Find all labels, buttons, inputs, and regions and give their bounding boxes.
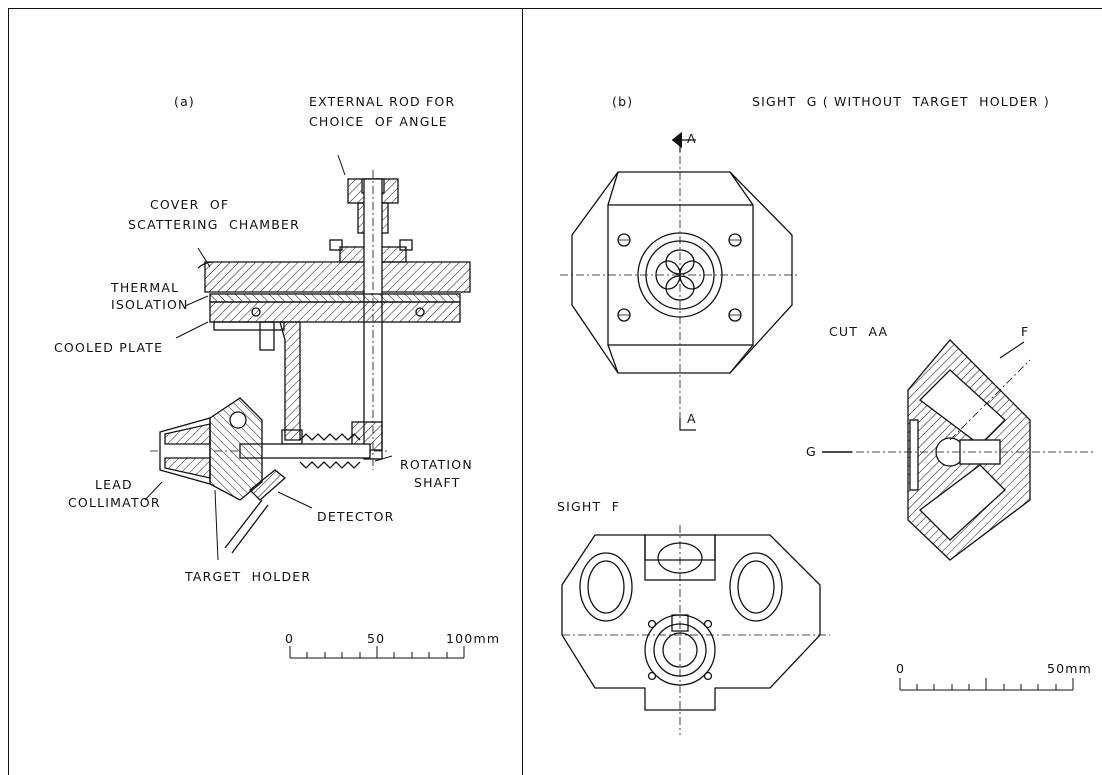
cooled-plate [209,301,461,323]
cover-label-2: SCATTERING CHAMBER [128,217,300,232]
panel-a-tag: (a) [174,94,196,109]
chamber-cover [204,261,471,293]
detector-tube [249,469,287,501]
lead-label-2: COLLIMATOR [68,495,161,510]
cover-label-1: COVER OF [150,197,230,212]
scale-a-mid: 50 [367,631,386,646]
panel-b-drawing [560,131,1095,735]
target-holder-label: TARGET HOLDER [185,569,312,584]
scale-bar-a [289,646,465,659]
bellows [299,433,361,469]
thermal-label-2: ISOLATION [111,297,189,312]
cooled-plate-label: COOLED PLATE [54,340,164,355]
sight-g-label: SIGHT G ( WITHOUT TARGET HOLDER ) [752,94,1050,109]
scale-b-zero: 0 [896,661,906,676]
sight-f-body [561,534,821,711]
scale-a-zero: 0 [285,631,295,646]
panel-a-drawing [144,154,471,659]
panel-b-tag: (b) [612,94,634,109]
cut-marker-top: A [687,131,697,146]
thermal-isolation [209,293,461,303]
arrow-f-label: F [1021,324,1030,339]
rotation-label-2: SHAFT [414,475,461,490]
sight-f-label: SIGHT F [557,499,621,514]
panel-divider [522,8,523,775]
scale-bar-b [899,678,1074,691]
cut-marker-bottom: A [687,411,697,426]
scale-a-max: 100mm [446,631,501,646]
thermal-label-1: THERMAL [111,280,180,295]
support-column [279,321,301,441]
scale-b-max: 50mm [1047,661,1093,676]
figure-frame [8,8,1102,775]
lead-label-1: LEAD [95,477,133,492]
detector-label: DETECTOR [317,509,395,524]
cut-aa-label: CUT AA [829,324,889,339]
arrow-g-label: G [806,444,817,459]
rotation-label-1: ROTATION [400,457,473,472]
external-rod-label-2: CHOICE OF ANGLE [309,114,448,129]
sight-g-octagon [571,171,793,374]
external-rod-label-1: EXTERNAL ROD FOR [309,94,456,109]
